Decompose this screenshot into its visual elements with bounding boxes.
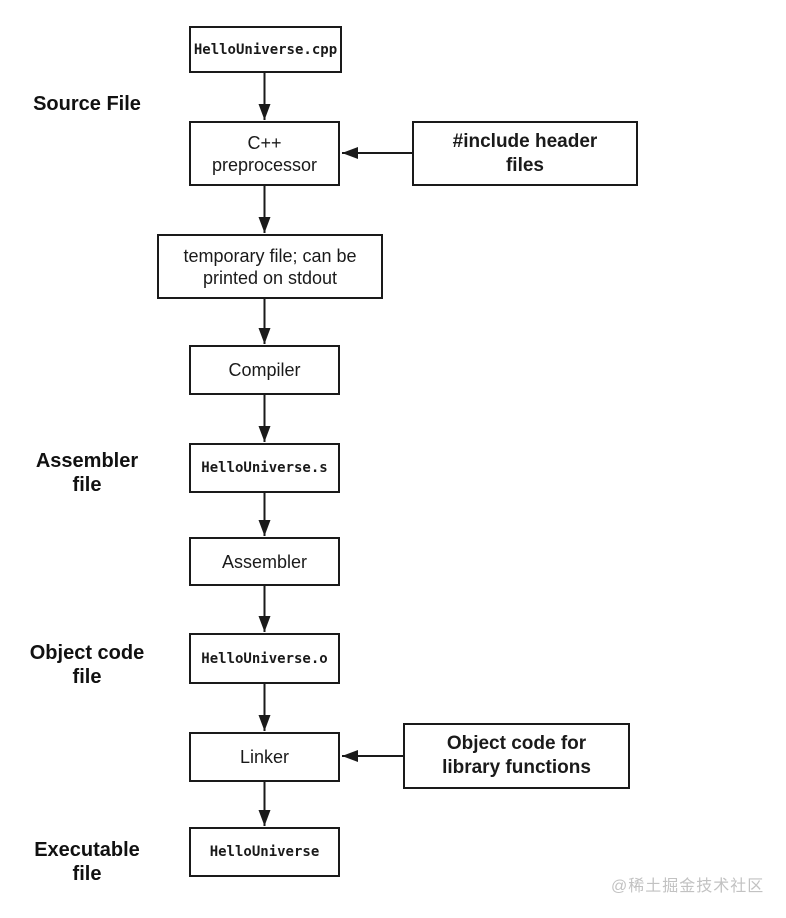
node-linker-label: Linker [239,747,290,767]
node-compiler-label: Compiler [228,360,301,380]
node-object-file-label: HelloUniverse.o [201,650,328,667]
node-temp-file-label: temporary file; can be printed on stdout [183,245,357,288]
node-preprocessor: C++ preprocessor [189,121,340,186]
node-executable: HelloUniverse [189,827,340,877]
stage-label-executable-file: Executable file [34,839,140,885]
node-assembly-file-label: HelloUniverse.s [201,460,328,476]
node-executable-label: HelloUniverse [209,844,320,860]
node-library-object-label: Object code for library functions [442,733,591,778]
node-include-headers-label: #include header files [452,130,598,176]
node-object-file: HelloUniverse.o [189,633,340,684]
watermark: @稀土掘金技术社区 [611,878,765,895]
node-preprocessor-label: C++ preprocessor [211,132,318,175]
stage-label-source-file: Source File [33,93,141,115]
node-linker: Linker [189,732,340,782]
node-assembly-file: HelloUniverse.s [189,443,340,493]
node-compiler: Compiler [189,345,340,395]
node-source-file-label: HelloUniverse.cpp [193,41,338,58]
node-temp-file: temporary file; can be printed on stdout [157,234,383,299]
node-assembler: Assembler [189,537,340,586]
node-assembler-label: Assembler [221,551,308,572]
stage-label-assembler-file: Assembler file [35,450,139,496]
node-library-object: Object code for library functions [403,723,630,789]
node-include-headers: #include header files [412,121,638,186]
node-source-file: HelloUniverse.cpp [189,26,342,73]
stage-label-object-code-file: Object code file [29,642,145,688]
